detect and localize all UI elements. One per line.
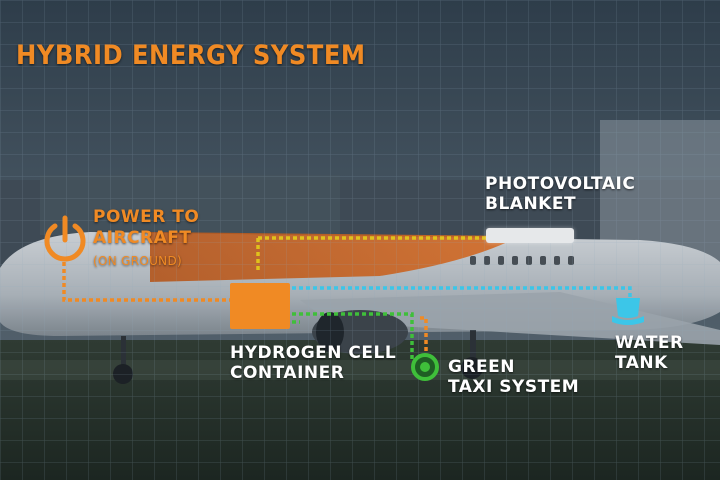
photovoltaic-blanket-shape <box>486 228 574 243</box>
green-taxi-icon <box>411 353 439 381</box>
hydrogen-taxi-line <box>420 316 428 362</box>
photovoltaic-label-line2: BLANKET <box>485 194 577 214</box>
hydrogen-label-line2: CONTAINER <box>230 363 345 383</box>
photovoltaic-label-line1: PHOTOVOLTAIC <box>485 174 636 194</box>
hydrogen-label-line1: HYDROGEN CELL <box>230 343 397 363</box>
power-label-line1: POWER TO <box>93 207 200 227</box>
ground-power-line <box>62 262 230 302</box>
water-tank-icon <box>612 298 644 325</box>
power-label-line2: AIRCRAFT <box>93 228 192 248</box>
power-icon <box>44 215 86 262</box>
water-line <box>292 286 632 300</box>
hydrogen-container-shape <box>230 283 290 329</box>
photovoltaic-power-line <box>256 236 488 272</box>
taxi-power-line <box>292 312 414 362</box>
taxi-label-line1: GREEN <box>448 357 515 377</box>
water-label-line2: TANK <box>615 353 668 373</box>
power-label-note: (ON GROUND) <box>93 254 182 268</box>
page-title: HYBRID ENERGY SYSTEM <box>16 40 366 71</box>
water-label-line1: WATER <box>615 333 684 353</box>
taxi-label-line2: TAXI SYSTEM <box>448 377 580 397</box>
